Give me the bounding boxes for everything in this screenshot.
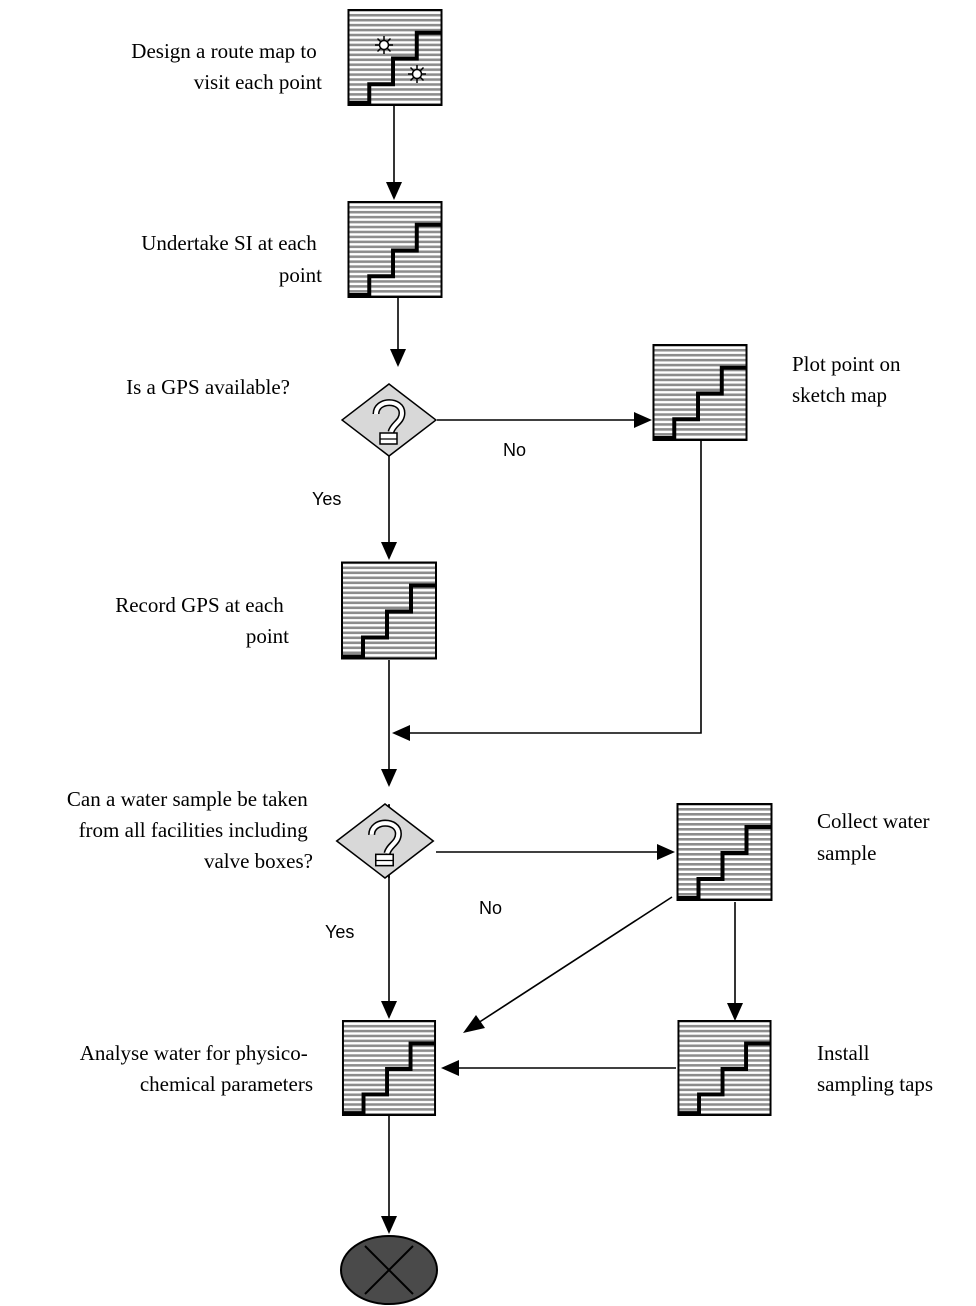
node-label-line: point	[246, 624, 289, 648]
edge-label-gps-yes: Yes	[312, 489, 341, 509]
process-step-icon	[678, 1021, 770, 1115]
node-gps-decision: Is a GPS available?	[126, 375, 436, 456]
node-label-line: Plot point on	[792, 352, 901, 376]
node-label-line: sketch map	[792, 383, 887, 407]
svg-text:Collect water sample: Collect water sample	[817, 809, 935, 865]
node-label-line: Record GPS at each	[115, 593, 284, 617]
svg-text:Record GPS at each point: Record GPS at each point	[115, 593, 289, 648]
edge-collect-to-analyse	[477, 896, 673, 1024]
process-step-map-icon	[347, 9, 443, 106]
svg-text:Install sampling taps: Install sampling taps	[817, 1041, 933, 1096]
node-record-gps: Record GPS at each point	[115, 563, 436, 659]
node-plot-point: Plot point on sketch map	[652, 344, 906, 441]
node-install-taps: Install sampling taps	[678, 1021, 933, 1115]
node-water-decision: Can a water sample be taken from all fac…	[67, 787, 433, 878]
sun-icon	[374, 35, 394, 55]
sun-icon	[407, 64, 427, 84]
edge-plot-to-merge	[410, 440, 702, 734]
svg-text:Analyse water for physico-: Analyse water for physico- chemical para…	[80, 1041, 313, 1096]
edge-label-gps-no: No	[503, 440, 526, 460]
process-step-icon	[347, 201, 443, 298]
edge-label-water-yes: Yes	[325, 922, 354, 942]
node-label-line: Can a water sample be taken	[67, 787, 308, 811]
node-label-line: Undertake SI at each	[141, 231, 317, 255]
node-label-line: chemical parameters	[140, 1072, 313, 1096]
node-label-line: Collect water	[817, 809, 930, 833]
node-label-line: sample	[817, 841, 876, 865]
node-label-line: Install	[817, 1041, 870, 1065]
process-step-icon	[342, 563, 436, 659]
edge-water-yes-arrowhead	[381, 1001, 397, 1019]
end-terminator-icon	[340, 1235, 438, 1305]
node-analyse-water: Analyse water for physico- chemical para…	[80, 1020, 437, 1116]
node-route-map: Design a route map to visit each point	[131, 9, 443, 106]
node-label-line: Analyse water for physico-	[80, 1041, 308, 1065]
process-step-icon	[678, 804, 772, 900]
svg-text:Plot point on sketch map: Plot point on sketch map	[792, 352, 906, 407]
svg-text:Design a route map to v: Design a route map to visit each point	[131, 39, 322, 94]
node-label-line: visit each point	[194, 70, 322, 94]
svg-text:Can a water sample be taken: Can a water sample be taken from all fac…	[67, 787, 313, 873]
node-label-line: Design a route map to	[131, 39, 316, 63]
decision-icon	[342, 384, 436, 456]
node-collect-sample: Collect water sample	[678, 804, 935, 900]
svg-text:Is a GPS available?: Is a GPS available?	[126, 375, 290, 399]
node-label-line: point	[279, 263, 322, 287]
process-step-icon	[652, 344, 748, 441]
node-label-line: sampling taps	[817, 1072, 933, 1096]
edge-label-water-no: No	[479, 898, 502, 918]
node-undertake-si: Undertake SI at each point	[141, 201, 443, 298]
node-label-line: valve boxes?	[204, 849, 313, 873]
process-step-icon	[341, 1020, 437, 1116]
node-label-line: from all facilities including	[79, 818, 309, 842]
connectors	[381, 105, 743, 1234]
node-label-line: Is a GPS available?	[126, 375, 290, 399]
svg-text:Undertake SI at each poi: Undertake SI at each point	[141, 231, 322, 287]
decision-icon	[337, 804, 434, 878]
